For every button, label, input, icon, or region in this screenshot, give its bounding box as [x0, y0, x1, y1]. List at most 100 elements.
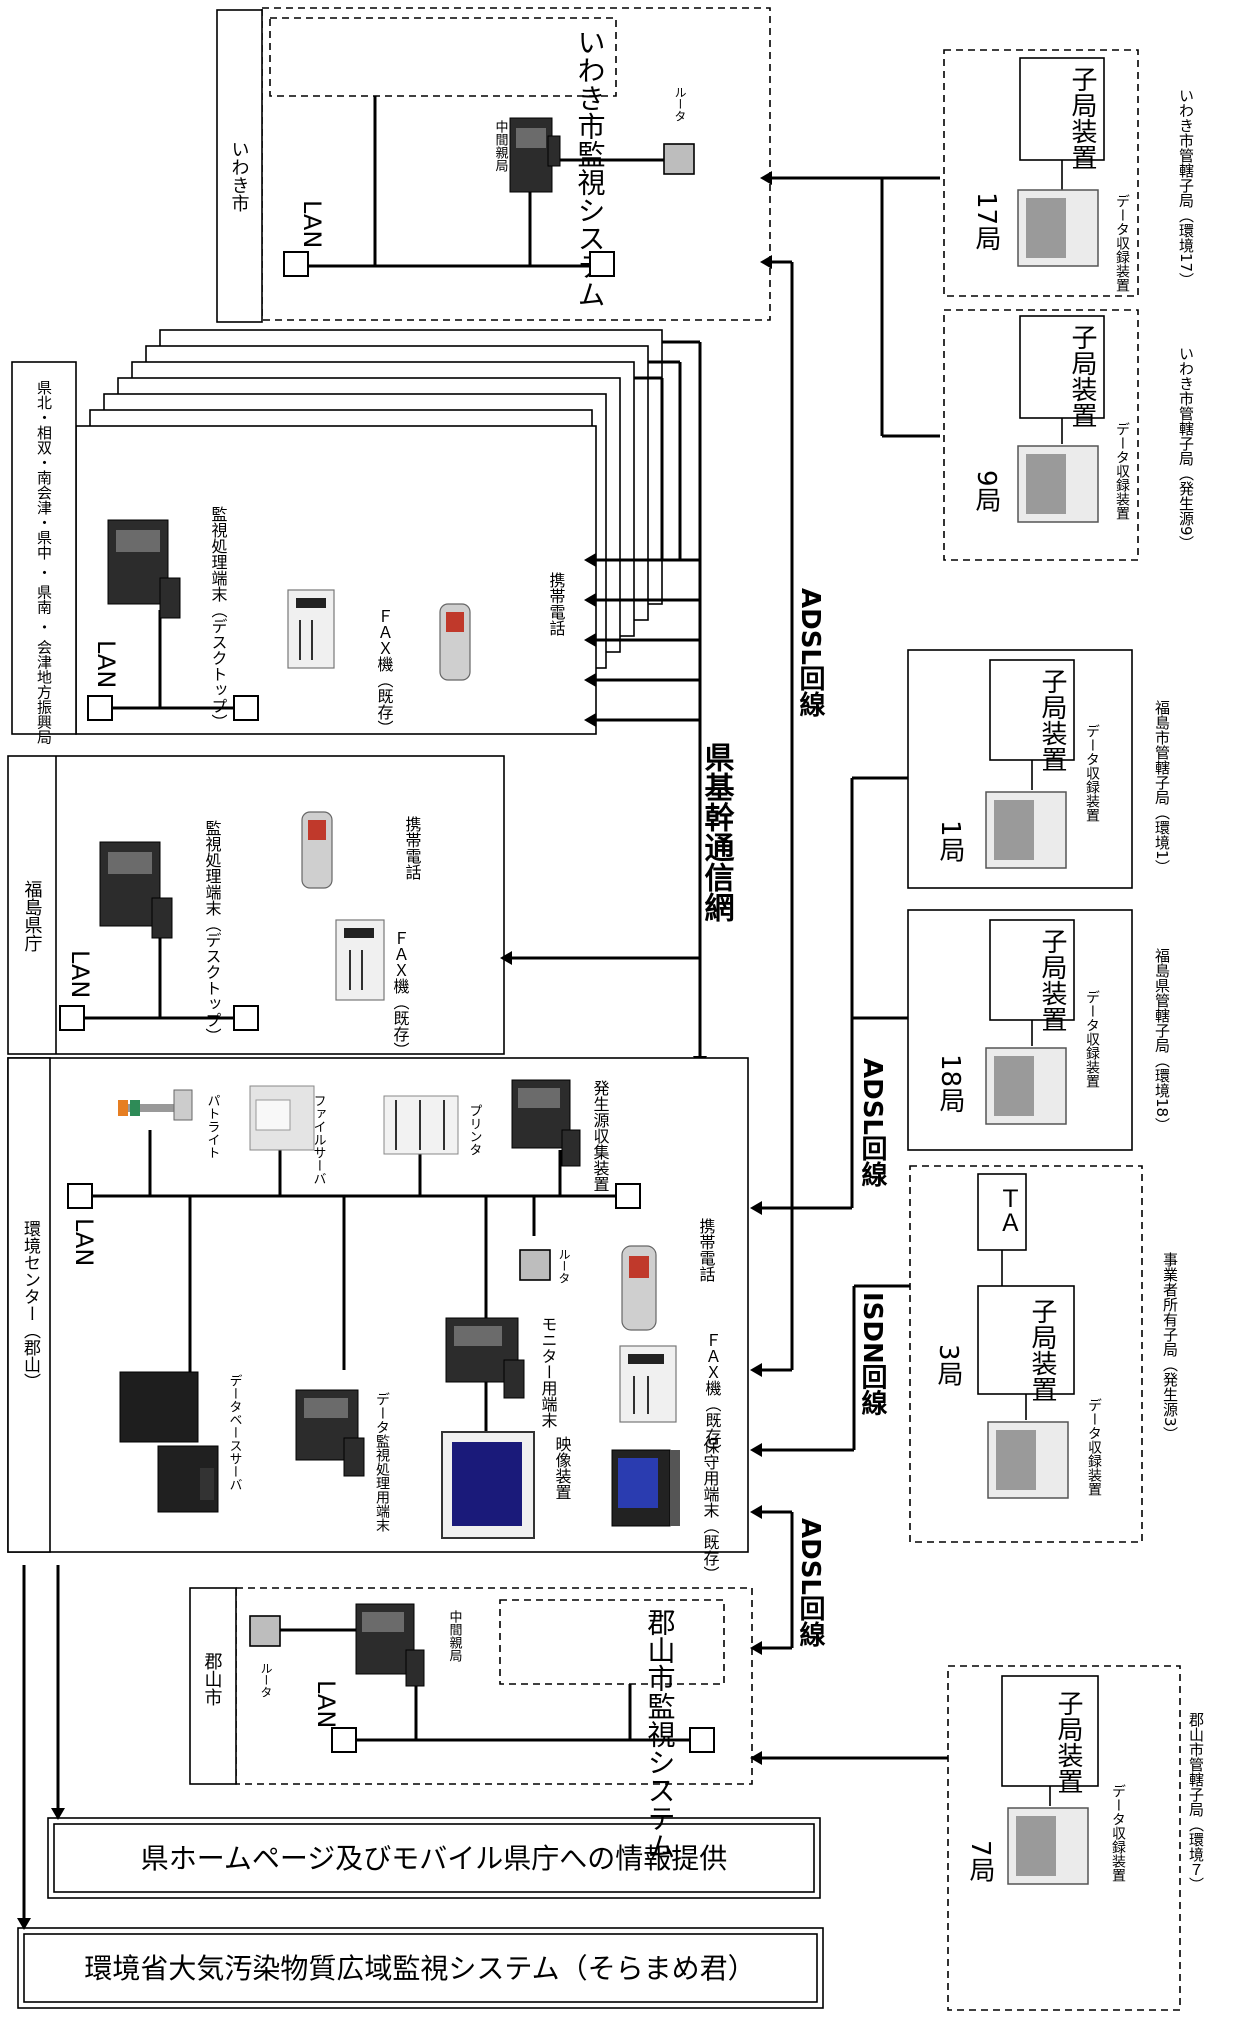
patlite-label: パトライト — [205, 1094, 221, 1159]
soramame-box: 環境省大気汚染物質広域監視システム（そらまめ君） — [17, 1927, 824, 2009]
iwaki-city-group: いわき市 いわき市監視システム LAN 中間親局 ルータ — [216, 7, 771, 323]
maintenance-icon — [611, 1449, 680, 1527]
printer-icon — [383, 1095, 459, 1155]
station-18-collector — [985, 1047, 1067, 1125]
branch-phone-label: 携帯電話 — [547, 572, 566, 636]
isdn-label: ISDN回線 — [857, 1292, 887, 1417]
fukushima-lan: LAN — [66, 950, 94, 998]
file-server-icon — [249, 1085, 315, 1151]
iwaki-parent-label: 中間親局 — [493, 120, 509, 172]
branch-fax-label: ＦＡＸ機（既存） — [375, 608, 394, 736]
center-title: 環境センター（郡山） — [20, 1220, 41, 1390]
patlite-icon — [118, 1089, 193, 1121]
iwaki-router-label: ルータ — [673, 86, 687, 122]
center-fax-label: ＦＡＸ機（既存） — [703, 1332, 722, 1460]
data-terminal-pc — [295, 1389, 365, 1477]
branch-terminal-pc — [107, 519, 181, 619]
db-server-icon — [119, 1371, 219, 1513]
station-1-desc: 福島市管轄子局（環境1） — [1153, 700, 1171, 875]
station-7-desc: 郡山市管轄子局（環境７） — [1187, 1712, 1205, 1892]
station-9-collector-label: データ収録装置 — [1114, 422, 1130, 520]
koriyama-system: 郡山市監視システム — [644, 1608, 677, 1860]
station-9-collector — [1017, 445, 1099, 523]
koriyama-lan: LAN — [312, 1680, 340, 1728]
center-phone-label: 携帯電話 — [697, 1218, 716, 1282]
branch-offices-group: 県北・相双・南会津・県中 ・ 県南 ・ 会津地方振興局 LAN 監視処理端末（デ… — [11, 329, 663, 745]
koriyama-title: 郡山市 — [202, 1652, 223, 1706]
fukushima-title: 福島県庁 — [22, 880, 43, 952]
station-17-id: 17局 — [971, 192, 1001, 251]
branch-phone-icon — [439, 603, 471, 681]
station-3-id: 3局 — [933, 1344, 963, 1387]
file-server-label: ファイルサーバ — [311, 1094, 327, 1185]
station-9-id: 9局 — [971, 470, 1001, 513]
fukushima-phone-label: 携帯電話 — [403, 816, 422, 880]
fukushima-phone-icon — [301, 811, 333, 889]
arrow-head — [51, 1808, 65, 1820]
station-18-id: 18局 — [935, 1054, 965, 1113]
soramame-label: 環境省大気汚染物質広域監視システム（そらまめ君） — [84, 1952, 755, 1985]
station-17-collector — [1017, 189, 1099, 267]
branch-lan: LAN — [92, 640, 120, 688]
fukushima-pref-group: 福島県庁 LAN 監視処理端末（デスクトップ） ＦＡＸ機（既存） 携帯電話 — [7, 755, 505, 1058]
station-7-collector — [1007, 1807, 1089, 1885]
video-icon — [441, 1431, 535, 1539]
station-1-id: 1局 — [935, 820, 965, 863]
arrow-head — [17, 1918, 31, 1930]
monitor-terminal-label: モニター用端末 — [539, 1316, 558, 1428]
video-label: 映像装置 — [553, 1436, 572, 1500]
backbone-label: 県基幹通信網 — [699, 742, 735, 922]
homepage-label: 県ホームページ及びモバイル県庁への情報提供 — [141, 1842, 728, 1875]
station-3-collector — [987, 1421, 1069, 1499]
fukushima-terminal-label: 監視処理端末（デスクトップ） — [203, 820, 222, 1044]
station-7-id: 7局 — [965, 1840, 995, 1883]
station-9-desc: いわき市管轄子局（発生源9） — [1177, 346, 1195, 551]
monitor-terminal-pc — [445, 1317, 525, 1399]
koriyama-router — [249, 1615, 281, 1647]
koriyama-router-label: ルータ — [259, 1662, 273, 1698]
center-phone-icon — [621, 1245, 657, 1331]
station-17: 子局装置 17局 データ収録装置 いわき市管轄子局（環境17） — [943, 49, 1195, 297]
iwaki-router — [663, 143, 695, 175]
center-router — [519, 1249, 551, 1281]
data-terminal-label: データ監視処理用端末 — [374, 1392, 390, 1532]
center-fax-icon — [619, 1345, 677, 1423]
koriyama-parent-label: 中間親局 — [447, 1610, 463, 1662]
station-7: 子局装置 7局 データ収録装置 郡山市管轄子局（環境７） — [947, 1665, 1205, 2011]
iwaki-title: いわき市 — [229, 140, 250, 212]
fukushima-fax-icon — [335, 919, 385, 1001]
collector-pc — [511, 1079, 581, 1167]
station-18-desc: 福島県管轄子局（環境18） — [1153, 948, 1171, 1132]
adsl-label-bottom: ADSL回線 — [795, 1518, 825, 1648]
station-9-unit: 子局装置 — [1067, 324, 1097, 428]
station-18-collector-label: データ収録装置 — [1084, 990, 1100, 1088]
station-1-collector — [985, 791, 1067, 869]
db-server-label: データベースサーバ — [227, 1374, 243, 1491]
center-router-label: ルータ — [557, 1248, 571, 1284]
adsl-label-top: ADSL回線 — [795, 588, 825, 718]
koriyama-city-group: 郡山市 LAN ルータ 中間親局 郡山市監視システム — [189, 1587, 753, 1860]
adsl-trunk-top: ADSL回線 — [750, 255, 825, 1377]
iwaki-lan: LAN — [298, 200, 326, 248]
fukushima-fax-label: ＦＡＸ機（既存） — [391, 930, 410, 1058]
station-1-unit: 子局装置 — [1037, 668, 1067, 772]
collector-label: 発生源収集装置 — [591, 1080, 610, 1192]
station-7-collector-label: データ収録装置 — [1110, 1784, 1126, 1882]
station-3-unit: 子局装置 — [1027, 1298, 1057, 1402]
printer-label: プリンタ — [467, 1104, 482, 1156]
station-17-collector-label: データ収録装置 — [1114, 194, 1130, 292]
koriyama-parent-pc — [355, 1603, 425, 1687]
station-1-collector-label: データ収録装置 — [1084, 724, 1100, 822]
station-3-ta: ＴＡ — [994, 1186, 1022, 1234]
branch-terminal-label: 監視処理端末（デスクトップ） — [209, 506, 228, 730]
fukushima-terminal-pc — [99, 841, 173, 939]
branch-title: 県北・相双・南会津・県中 ・ 県南 ・ 会津地方振興局 — [35, 380, 53, 745]
branch-fax-icon — [287, 589, 335, 669]
station-17-desc: いわき市管轄子局（環境17） — [1177, 88, 1195, 287]
station-3-collector-label: データ収録装置 — [1086, 1398, 1102, 1496]
station-17-unit: 子局装置 — [1067, 66, 1097, 170]
environment-center-group: 環境センター（郡山） LAN パトライト ファイルサーバ — [7, 1057, 749, 1582]
homepage-box: 県ホームページ及びモバイル県庁への情報提供 — [47, 1817, 821, 1899]
adsl-label-mid: ADSL回線 — [857, 1058, 887, 1188]
